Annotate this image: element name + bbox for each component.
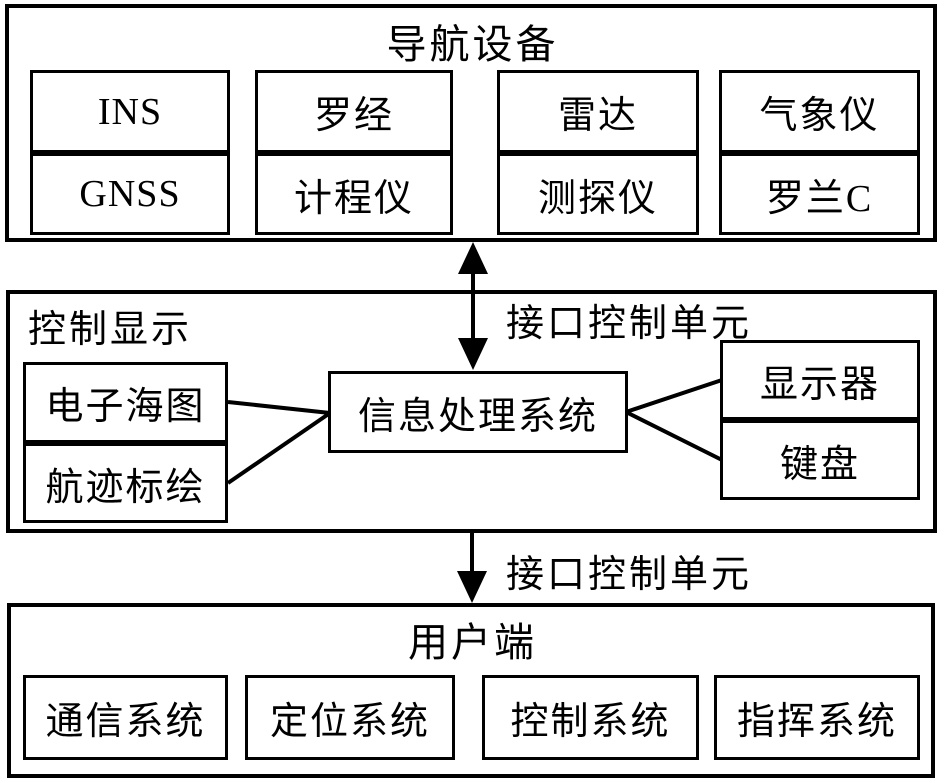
- device-box-loran-c: 罗兰C: [719, 153, 920, 235]
- control-display-label: 控制显示: [28, 309, 193, 351]
- box-communication-system: 通信系统: [23, 675, 228, 760]
- box-electronic-chart: 电子海图: [23, 362, 228, 443]
- down-arrow-interface-to-user: [457, 533, 487, 603]
- box-display-monitor: 显示器: [720, 340, 920, 420]
- interface-control-unit-label-bottom: 接口控制单元: [506, 554, 753, 596]
- interface-control-unit-label-top: 接口控制单元: [506, 303, 753, 345]
- box-command-system: 指挥系统: [714, 675, 920, 760]
- box-information-processing-system: 信息处理系统: [328, 371, 628, 453]
- device-box-weather-instrument: 气象仪: [719, 70, 920, 153]
- device-box-radar: 雷达: [497, 70, 699, 153]
- device-box-gyrocompass: 罗经: [255, 70, 453, 153]
- device-box-log: 计程仪: [255, 153, 453, 235]
- box-track-plotting: 航迹标绘: [23, 443, 228, 523]
- box-keyboard: 键盘: [720, 420, 920, 500]
- box-control-system: 控制系统: [482, 675, 699, 760]
- device-box-gnss: GNSS: [30, 153, 230, 235]
- box-positioning-system: 定位系统: [245, 675, 455, 760]
- nav-equipment-title: 导航设备: [386, 22, 559, 67]
- device-box-ins: INS: [30, 70, 230, 153]
- user-terminal-title: 用户端: [408, 620, 537, 665]
- device-box-sounder: 测探仪: [497, 153, 699, 235]
